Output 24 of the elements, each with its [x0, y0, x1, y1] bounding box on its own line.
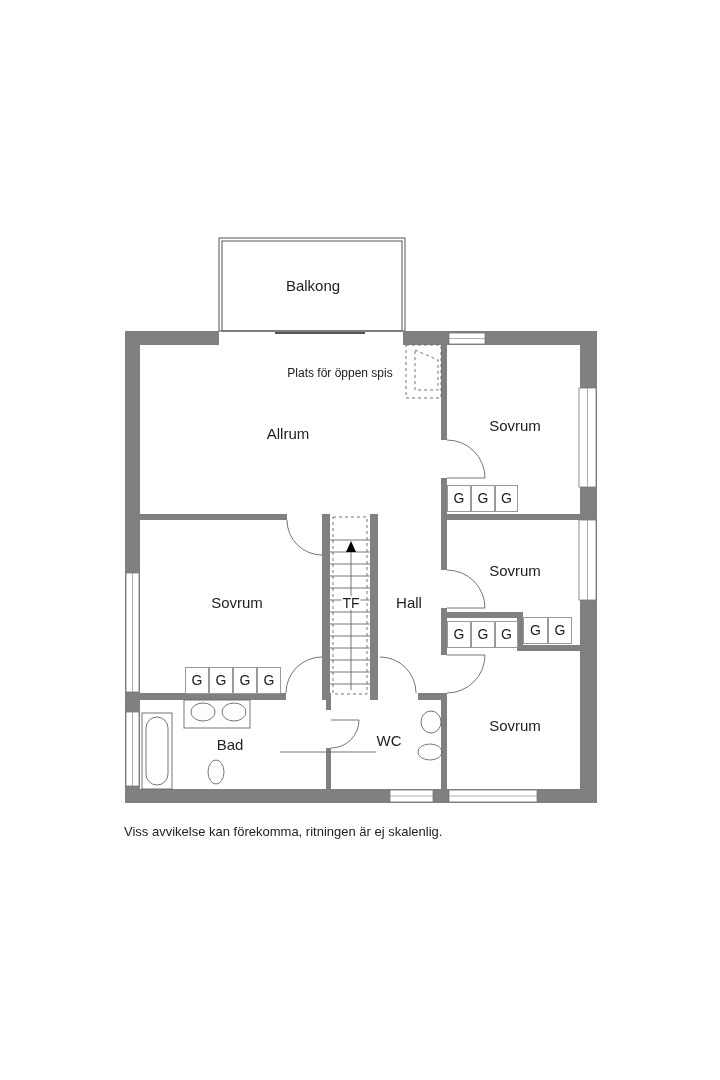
room-label: Sovrum — [211, 593, 263, 613]
room-label: Sovrum — [489, 561, 541, 581]
wardrobe-label: G — [523, 617, 548, 644]
room-label: Hall — [396, 593, 422, 613]
room-label: Allrum — [266, 424, 310, 444]
room-label: Bad — [216, 735, 244, 755]
caption: Viss avvikelse kan förekomma, ritningen är ej skalenlig. — [124, 823, 443, 841]
room-label: Balkong — [285, 276, 341, 296]
wardrobe-label: G — [495, 621, 518, 648]
room-label: Sovrum — [489, 416, 541, 436]
wardrobe-label: G — [471, 621, 495, 648]
wardrobe-label: G — [257, 667, 281, 694]
wardrobe-label: G — [185, 667, 209, 694]
wardrobe-label: G — [233, 667, 257, 694]
wardrobe-label: G — [447, 485, 471, 512]
wardrobe-label: G — [548, 617, 572, 644]
wardrobe-label: G — [447, 621, 471, 648]
wardrobe-label: G — [209, 667, 233, 694]
stair-label: TF — [341, 596, 361, 610]
note-label: Plats för öppen spis — [287, 365, 393, 382]
room-label: WC — [376, 731, 402, 751]
wardrobe-label: G — [471, 485, 495, 512]
room-label: Sovrum — [489, 716, 541, 736]
wardrobe-label: G — [495, 485, 518, 512]
